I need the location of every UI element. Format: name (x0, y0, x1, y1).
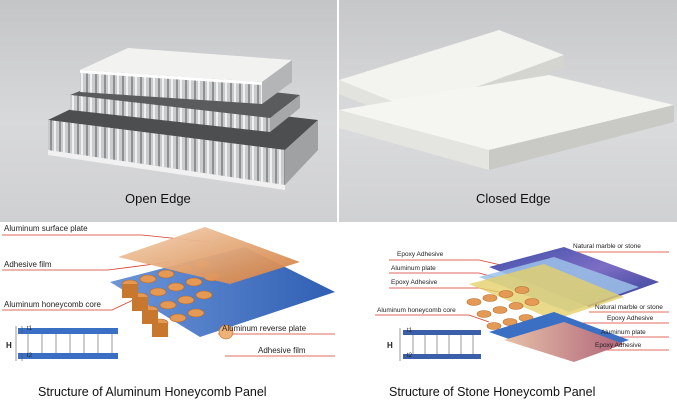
label-adhesive-film-top: Adhesive film (4, 260, 52, 269)
closed-edge-panel-illustration (339, 30, 674, 170)
stone-structure-diagram: Epoxy Adhesive Natural marble or stone A… (339, 222, 677, 382)
stone-label-aluminum-plate-top: Aluminum plate (391, 265, 436, 272)
stone-dim-H: H (387, 341, 393, 350)
aluminum-layers-drawing (2, 227, 335, 361)
aluminum-structure-diagram: Aluminum surface plate Adhesive film Alu… (0, 222, 339, 382)
label-aluminum-honeycomb-core: Aluminum honeycomb core (4, 300, 101, 309)
aluminum-structure-caption: Structure of Aluminum Honeycomb Panel (38, 385, 267, 399)
dim-t1: t1 (27, 326, 33, 332)
stone-label-natural-marble-top: Natural marble or stone (573, 243, 641, 250)
stone-label-epoxy-bottom: Epoxy Adhesive (595, 342, 642, 349)
stone-honeycomb-cells (466, 286, 540, 330)
stone-label-aluminum-plate-bottom: Aluminum plate (601, 329, 646, 336)
label-aluminum-reverse-plate: Aluminum reverse plate (222, 324, 307, 333)
open-edge-panel-illustration (48, 48, 318, 190)
stone-layers-drawing (375, 247, 669, 362)
stone-label-natural-marble-mid: Natural marble or stone (595, 304, 663, 311)
section-detail (15, 326, 118, 361)
closed-edge-caption: Closed Edge (476, 191, 551, 206)
label-adhesive-film-bottom: Adhesive film (258, 346, 306, 355)
stone-dim-t1: t1 (407, 328, 413, 334)
stone-label-epoxy-top: Epoxy Adhesive (397, 251, 444, 258)
stone-section-detail (399, 328, 481, 361)
stone-label-epoxy-second: Epoxy Adhesive (391, 279, 438, 286)
dim-t2: t2 (27, 353, 33, 359)
label-aluminum-surface-plate: Aluminum surface plate (4, 224, 88, 233)
open-edge-caption: Open Edge (125, 191, 191, 206)
stone-dim-t2: t2 (407, 353, 413, 359)
stone-label-honeycomb-core: Aluminum honeycomb core (377, 307, 456, 314)
closed-edge-photo: Closed Edge (339, 0, 677, 222)
stone-label-epoxy-mid: Epoxy Adhesive (607, 315, 654, 322)
stone-structure-caption: Structure of Stone Honeycomb Panel (389, 385, 596, 399)
open-edge-photo: Open Edge (0, 0, 337, 222)
dim-H: H (6, 341, 12, 350)
